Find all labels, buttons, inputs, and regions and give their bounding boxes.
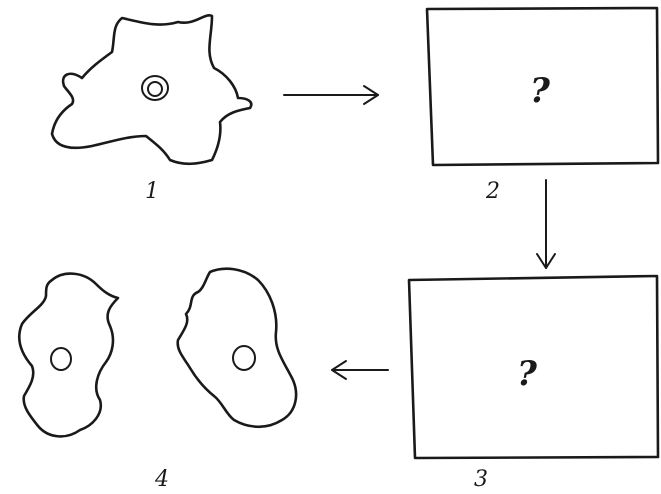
arrow-2-to-3 bbox=[536, 179, 556, 269]
daughter-cell-right bbox=[176, 267, 298, 429]
cell-nucleus-inner bbox=[147, 81, 163, 97]
step-2-label: 2 bbox=[485, 179, 500, 204]
box-outline bbox=[407, 274, 660, 460]
step-3-label: 3 bbox=[474, 467, 488, 492]
step-3-box: ? 3 bbox=[407, 274, 660, 492]
step-4-label: 4 bbox=[154, 467, 169, 492]
cell-outline bbox=[50, 13, 253, 166]
box-outline bbox=[425, 6, 660, 167]
daughter-nucleus-right bbox=[232, 345, 256, 371]
arrow-3-to-4 bbox=[331, 360, 389, 380]
step-1-cell: 1 bbox=[50, 13, 253, 204]
step-3-question: ? bbox=[517, 354, 538, 394]
step-2-question: ? bbox=[530, 71, 551, 111]
step-4-cells: 4 bbox=[18, 267, 298, 492]
daughter-nucleus-left bbox=[50, 347, 72, 371]
daughter-cell-left bbox=[18, 272, 120, 438]
cell-nucleus bbox=[141, 75, 169, 101]
step-2-box: ? 2 bbox=[425, 6, 660, 204]
step-1-label: 1 bbox=[145, 179, 159, 204]
arrow-1-to-2 bbox=[283, 85, 379, 105]
